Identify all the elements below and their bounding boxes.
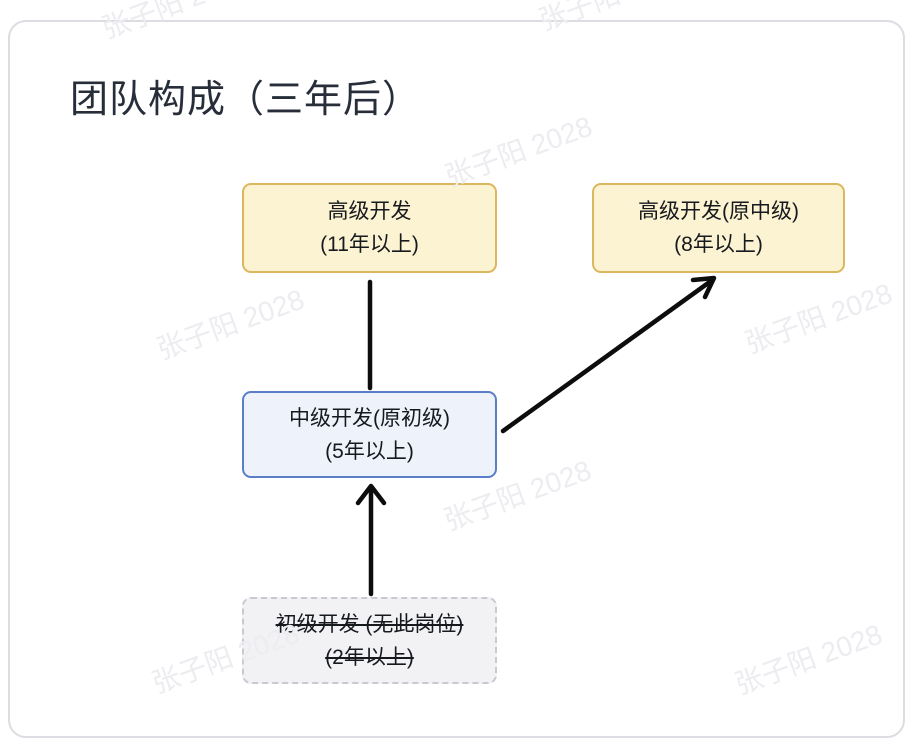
node-senior-dev-from-mid: 高级开发(原中级) (8年以上) [592, 183, 845, 273]
node-junior-dev-title: 初级开发 (无此岗位) [275, 612, 464, 636]
node-senior-dev: 高级开发 (11年以上) [242, 183, 497, 273]
node-senior-dev-title: 高级开发 [327, 200, 412, 223]
node-junior-dev-removed: 初级开发 (无此岗位) (2年以上) [242, 597, 497, 684]
node-senior-dev-from-mid-subtitle: (8年以上) [674, 233, 763, 256]
node-senior-dev-from-mid-title: 高级开发(原中级) [638, 200, 799, 223]
node-mid-dev-title: 中级开发(原初级) [289, 406, 450, 430]
arrow-junior-to-mid [355, 483, 387, 597]
node-junior-dev-subtitle: (2年以上) [325, 645, 414, 669]
node-mid-dev-from-junior: 中级开发(原初级) (5年以上) [242, 391, 497, 478]
arrow-mid-to-senior-from-mid [500, 275, 717, 434]
node-senior-dev-subtitle: (11年以上) [320, 233, 419, 256]
page-title: 团队构成（三年后） [70, 79, 422, 121]
node-mid-dev-subtitle: (5年以上) [325, 439, 414, 463]
